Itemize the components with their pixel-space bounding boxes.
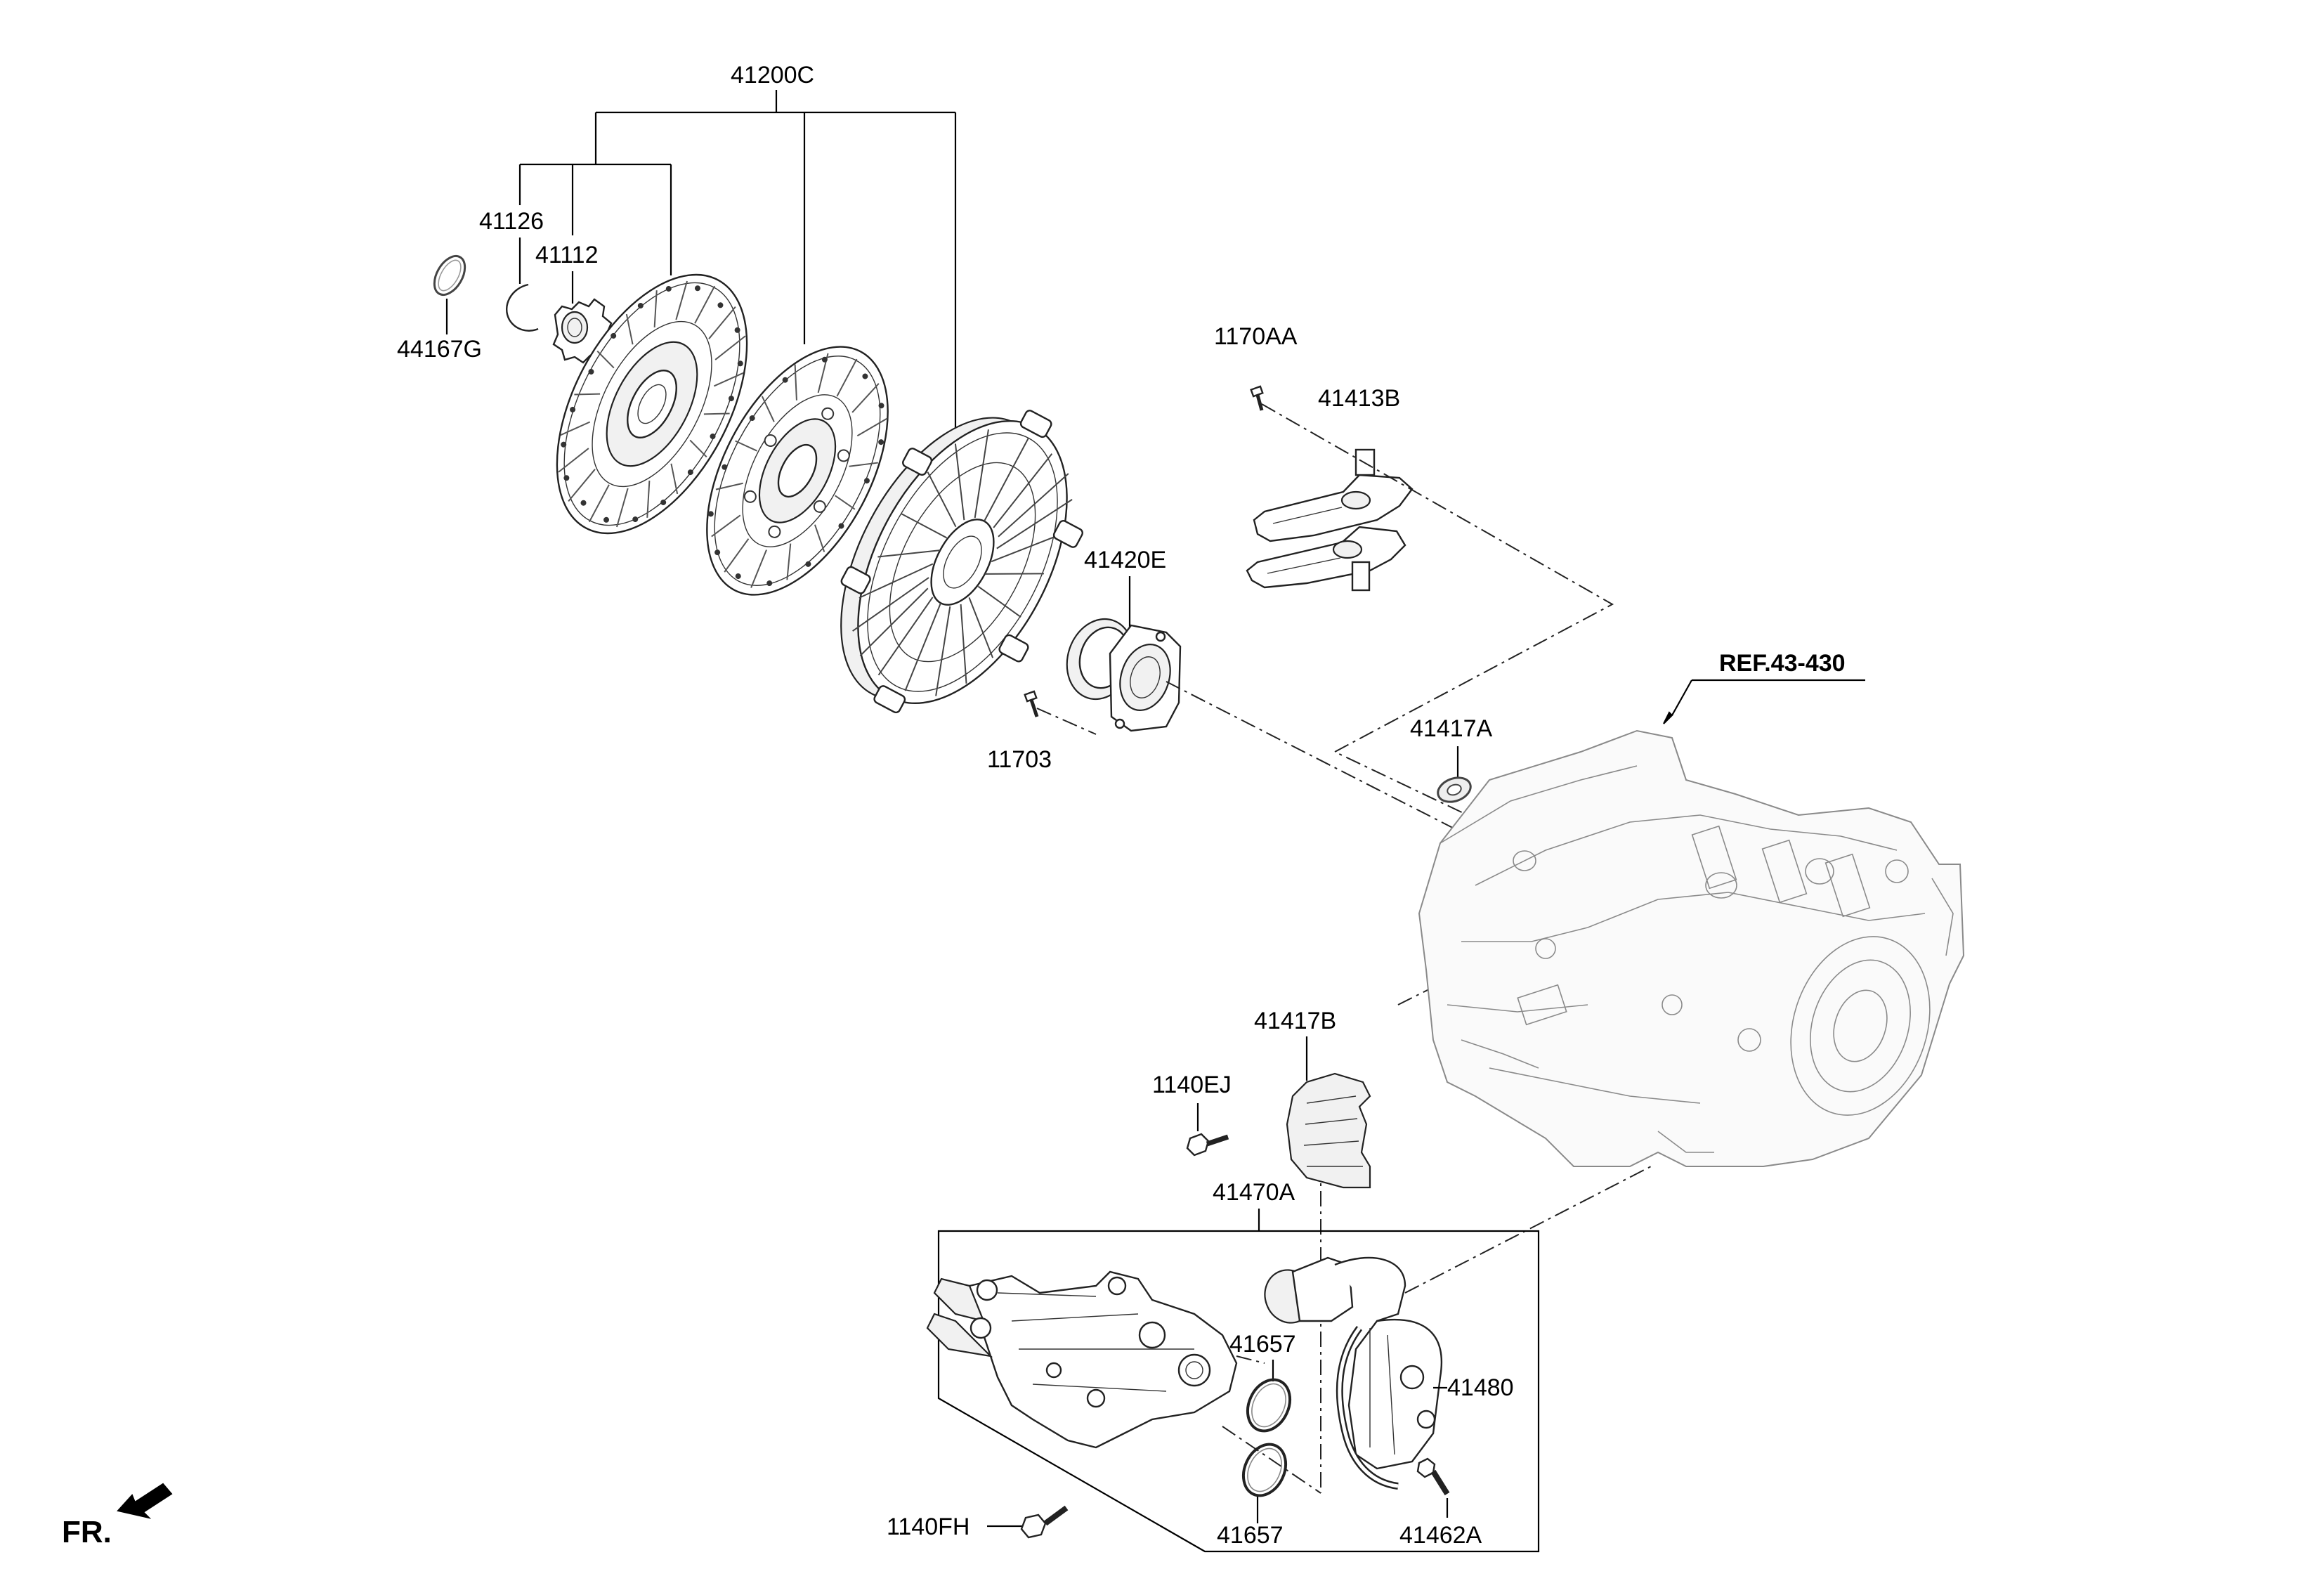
- clutch-disc-rear: [706, 346, 889, 596]
- seal-41417a: 41417A: [1410, 715, 1493, 803]
- cover-41417b: 41417B: [1254, 1008, 1371, 1189]
- release-fork-41413b: 41413B: [1246, 385, 1414, 592]
- label-1140fh[interactable]: 1140FH: [887, 1514, 970, 1540]
- label-41417b[interactable]: 41417B: [1254, 1008, 1336, 1034]
- label-41657-upper[interactable]: 41657: [1229, 1331, 1296, 1358]
- bolt-11703: 11703: [987, 690, 1052, 773]
- label-41420e[interactable]: 41420E: [1084, 547, 1166, 573]
- front-direction-arrow-icon: [117, 1483, 173, 1519]
- label-41462a[interactable]: 41462A: [1399, 1522, 1482, 1549]
- o-ring-41657-upper: 41657: [1229, 1331, 1296, 1433]
- motor-41480: 41480: [1264, 1256, 1514, 1490]
- clutch-cover-pressure-plate: [840, 410, 1083, 714]
- actuator-assembly-41470a: 41470A 41657: [926, 1179, 1540, 1553]
- front-indicator: FR.: [62, 1483, 173, 1549]
- release-bearing-41420e: 41420E: [1066, 547, 1182, 732]
- bolt-41462a: 41462A: [1399, 1457, 1482, 1549]
- label-41126[interactable]: 41126: [479, 208, 544, 235]
- label-ref-43-430[interactable]: REF.43-430: [1719, 650, 1846, 677]
- label-41112[interactable]: 41112: [535, 242, 599, 268]
- label-41657-lower[interactable]: 41657: [1217, 1522, 1284, 1549]
- label-44167g[interactable]: 44167G: [397, 336, 482, 363]
- clutch-disc-front: [556, 273, 748, 535]
- transmission-case: 41417A: [1410, 715, 1965, 1167]
- label-1170aa[interactable]: 1170AA: [1214, 323, 1298, 350]
- assembly-bracket-41200c: 41200C: [518, 62, 957, 436]
- label-41480[interactable]: 41480: [1447, 1374, 1514, 1401]
- label-41413b[interactable]: 41413B: [1318, 385, 1400, 412]
- snap-ring-41126: 41126: [479, 208, 544, 332]
- label-1140ej[interactable]: 1140EJ: [1152, 1072, 1232, 1098]
- label-11703[interactable]: 11703: [987, 746, 1052, 773]
- label-41417a[interactable]: 41417A: [1410, 715, 1493, 742]
- label-front[interactable]: FR.: [62, 1515, 112, 1549]
- label-41470a[interactable]: 41470A: [1213, 1179, 1295, 1206]
- bolt-1170aa: 1170AA: [1214, 323, 1298, 411]
- o-ring-41657-lower: 41657: [1217, 1443, 1288, 1549]
- ref-label: REF.43-430: [1663, 650, 1865, 724]
- bolt-1140fh: 1140FH: [887, 1505, 1069, 1540]
- bolt-1140ej: 1140EJ: [1152, 1072, 1232, 1157]
- label-41200c[interactable]: 41200C: [731, 62, 814, 89]
- actuator-body: [926, 1270, 1238, 1449]
- o-ring-44167g: 44167G: [397, 255, 482, 363]
